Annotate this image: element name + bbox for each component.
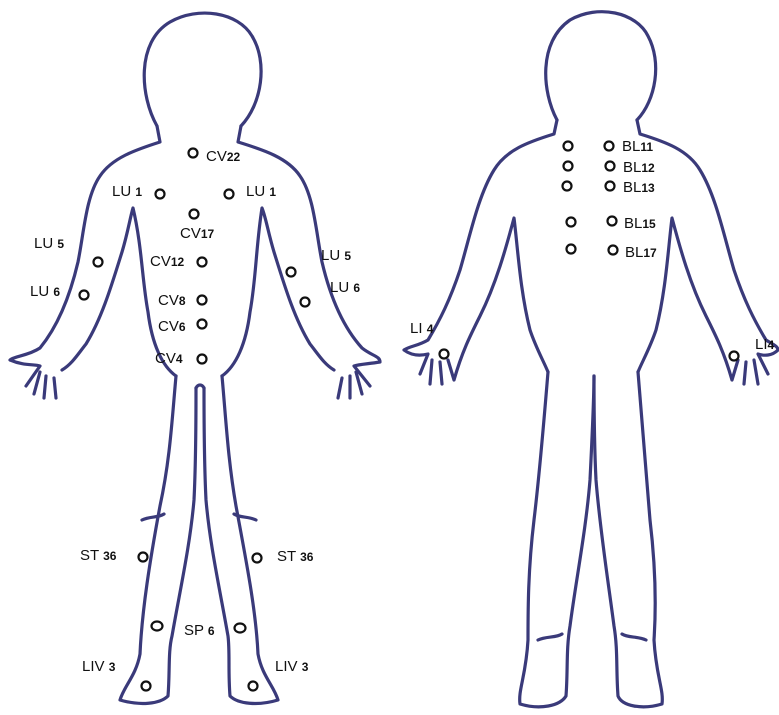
label-lu5-right: LU 5 xyxy=(321,247,351,264)
label-liv3-left: LIV 3 xyxy=(82,658,116,675)
label-cv8: CV8 xyxy=(158,292,186,309)
point-st36-right xyxy=(253,554,262,563)
label-st36-right: ST 36 xyxy=(277,548,314,565)
point-liv3-left xyxy=(142,682,151,691)
point-li4-right xyxy=(730,352,739,361)
point-bl17-left xyxy=(567,245,576,254)
label-cv4: CV4 xyxy=(155,350,183,367)
label-bl17: BL17 xyxy=(625,244,657,261)
label-lu6-left: LU 6 xyxy=(30,283,60,300)
label-lu6-right: LU 6 xyxy=(330,279,360,296)
label-bl12: BL12 xyxy=(623,159,655,176)
point-bl15-left xyxy=(567,218,576,227)
label-bl13: BL13 xyxy=(623,179,655,196)
point-lu5-right xyxy=(287,268,296,277)
point-lu6-left xyxy=(80,291,89,300)
point-lu6-right xyxy=(301,298,310,307)
back-body-outline xyxy=(404,12,778,707)
point-cv17 xyxy=(190,210,199,219)
label-sp6: SP 6 xyxy=(184,622,215,639)
point-cv12 xyxy=(198,258,207,267)
point-lu1-right xyxy=(225,190,234,199)
point-bl17-right xyxy=(609,246,618,255)
label-cv12: CV12 xyxy=(150,253,185,270)
label-st36-left: ST 36 xyxy=(80,547,117,564)
point-bl11-right xyxy=(605,142,614,151)
label-cv17: CV17 xyxy=(180,225,215,242)
point-cv22 xyxy=(189,149,198,158)
point-li4-left xyxy=(440,350,449,359)
front-body-outline xyxy=(10,13,380,703)
point-lu5-left xyxy=(94,258,103,267)
label-bl11: BL11 xyxy=(622,138,653,155)
label-lu5-left: LU 5 xyxy=(34,235,64,252)
label-liv3-right: LIV 3 xyxy=(275,658,309,675)
point-bl12-left xyxy=(564,162,573,171)
point-sp6-left xyxy=(152,622,163,631)
point-bl12-right xyxy=(606,162,615,171)
point-cv4 xyxy=(198,355,207,364)
label-cv22: CV22 xyxy=(206,148,241,165)
point-lu1-left xyxy=(156,190,165,199)
label-bl15: BL15 xyxy=(624,215,656,232)
point-bl11-left xyxy=(564,142,573,151)
point-st36-left xyxy=(139,553,148,562)
point-bl13-left xyxy=(563,182,572,191)
point-cv6 xyxy=(198,320,207,329)
label-lu1-right: LU 1 xyxy=(246,183,276,200)
point-sp6-right xyxy=(235,624,246,633)
label-lu1-left: LU 1 xyxy=(112,183,142,200)
point-cv8 xyxy=(198,296,207,305)
point-bl15-right xyxy=(608,217,617,226)
point-bl13-right xyxy=(606,182,615,191)
label-li4-right: LI4 xyxy=(755,336,775,353)
label-li4-left: LI 4 xyxy=(410,320,434,337)
point-liv3-right xyxy=(249,682,258,691)
label-cv6: CV6 xyxy=(158,318,186,335)
